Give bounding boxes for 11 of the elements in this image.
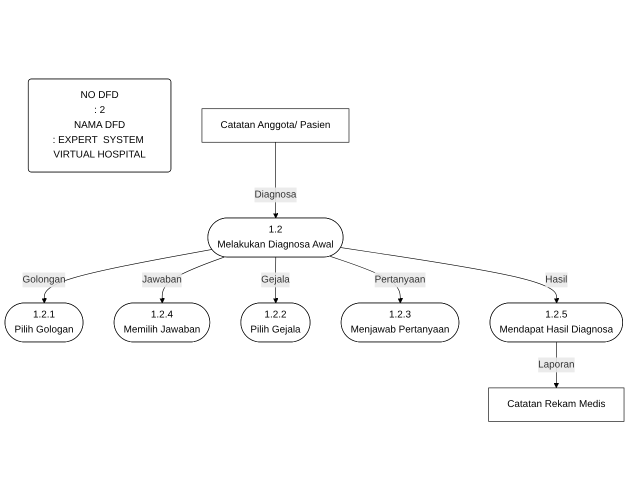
edge-label: Diagnosa xyxy=(254,190,296,200)
arrow xyxy=(42,249,212,304)
edge-label: Laporan xyxy=(538,360,575,370)
edge-label: Gejala xyxy=(261,274,290,286)
edge-label: Hasil xyxy=(545,274,568,286)
node-box: Catatan Rekam Medis xyxy=(488,388,624,422)
edge-label: Pertanyaan xyxy=(374,274,426,286)
edge-label: Jawaban xyxy=(142,274,182,286)
arrow xyxy=(340,248,560,304)
edge-label: Golongan xyxy=(22,274,66,286)
node-box: Catatan Anggota/ Pasien xyxy=(202,108,350,143)
